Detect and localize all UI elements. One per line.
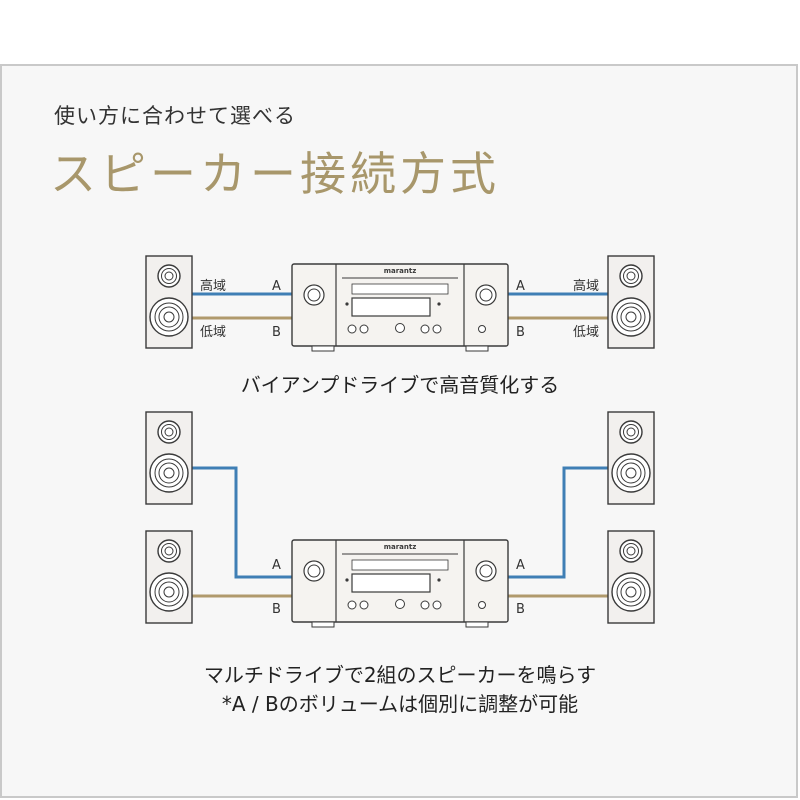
- multi-left-speaker-b: [145, 530, 193, 624]
- multi-left-a-label: A: [272, 558, 281, 573]
- biamp-left-b-label: B: [272, 325, 281, 340]
- biamp-left-a-label: A: [272, 279, 281, 294]
- biamp-amplifier: [291, 263, 509, 352]
- biamp-right-b-label: B: [516, 325, 525, 340]
- multi-note: *A / Bのボリュームは個別に調整が可能: [221, 692, 579, 716]
- multi-caption: マルチドライブで2組のスピーカーを鳴らす: [203, 663, 597, 687]
- biamp-left-high-label: 高域: [200, 278, 226, 294]
- multi-right-speaker-b: [607, 530, 655, 624]
- multi-cable-a-left: [192, 466, 292, 579]
- subtitle: 使い方に合わせて選べる: [54, 104, 296, 128]
- multi-section: marantz A B A B: [145, 411, 655, 628]
- biamp-right-a-label: A: [516, 279, 525, 294]
- multi-right-speaker-a: [607, 411, 655, 505]
- biamp-right-low-label: 低域: [573, 325, 599, 340]
- multi-left-speaker-a: [145, 411, 193, 505]
- multi-left-b-label: B: [272, 602, 281, 617]
- multi-right-b-label: B: [516, 602, 525, 617]
- page-title: スピーカー接続方式: [50, 147, 500, 201]
- biamp-caption: バイアンプドライブで高音質化する: [240, 373, 560, 397]
- multi-amp-brand: marantz: [384, 543, 417, 551]
- biamp-section: marantz 高域 低域 A B A B 高域 低域: [145, 255, 655, 352]
- multi-amplifier: [291, 539, 509, 628]
- multi-right-a-label: A: [516, 558, 525, 573]
- multi-cable-a-right: [508, 466, 608, 579]
- biamp-right-high-label: 高域: [573, 278, 599, 294]
- biamp-amp-brand: marantz: [384, 267, 417, 275]
- biamp-left-speaker: [145, 255, 193, 349]
- content-panel: [0, 64, 798, 798]
- biamp-right-speaker: [607, 255, 655, 349]
- biamp-left-low-label: 低域: [200, 325, 226, 340]
